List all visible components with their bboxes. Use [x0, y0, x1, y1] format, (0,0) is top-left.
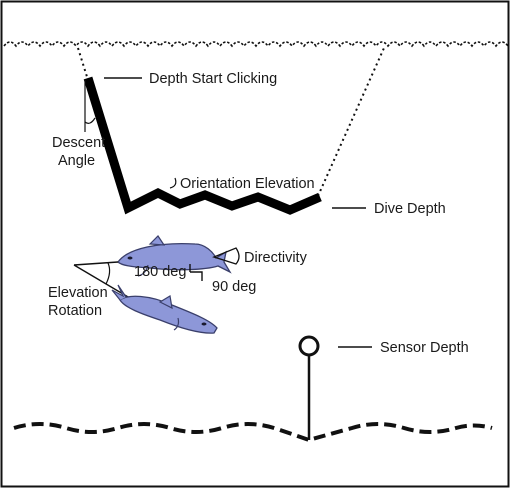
deg-90-label: 90 deg	[212, 279, 256, 295]
whale-upper	[117, 235, 232, 277]
elevation-rotation-label-line2: Rotation	[48, 303, 102, 319]
elevation-rotation-arc	[105, 262, 111, 285]
seafloor-line	[13, 422, 493, 443]
descent-angle-label-line1: Descent	[52, 135, 105, 151]
orientation-elevation-arc	[169, 177, 177, 189]
descent-angle-arc	[84, 117, 96, 124]
sensor-depth-label: Sensor Depth	[380, 340, 469, 356]
dive-track	[83, 76, 322, 215]
ascent-dotted-line	[317, 47, 385, 197]
orientation-elevation-label: Orientation Elevation	[180, 176, 315, 192]
descent-dotted-line	[77, 47, 89, 81]
sensor-icon	[298, 335, 320, 357]
sea-surface	[3, 41, 509, 48]
dive-depth-label: Dive Depth	[374, 201, 446, 217]
elevation-rotation-line-top	[73, 261, 119, 266]
directivity-cone	[212, 247, 240, 265]
whale-lower	[111, 284, 218, 334]
descent-angle-label-line2: Angle	[58, 153, 95, 169]
elevation-rotation-label-line1: Elevation	[48, 285, 108, 301]
deg-180-label: 180 deg	[134, 264, 186, 280]
depth-start-clicking-label: Depth Start Clicking	[149, 71, 277, 87]
directivity-label: Directivity	[244, 250, 308, 266]
bracket-90	[190, 271, 203, 281]
